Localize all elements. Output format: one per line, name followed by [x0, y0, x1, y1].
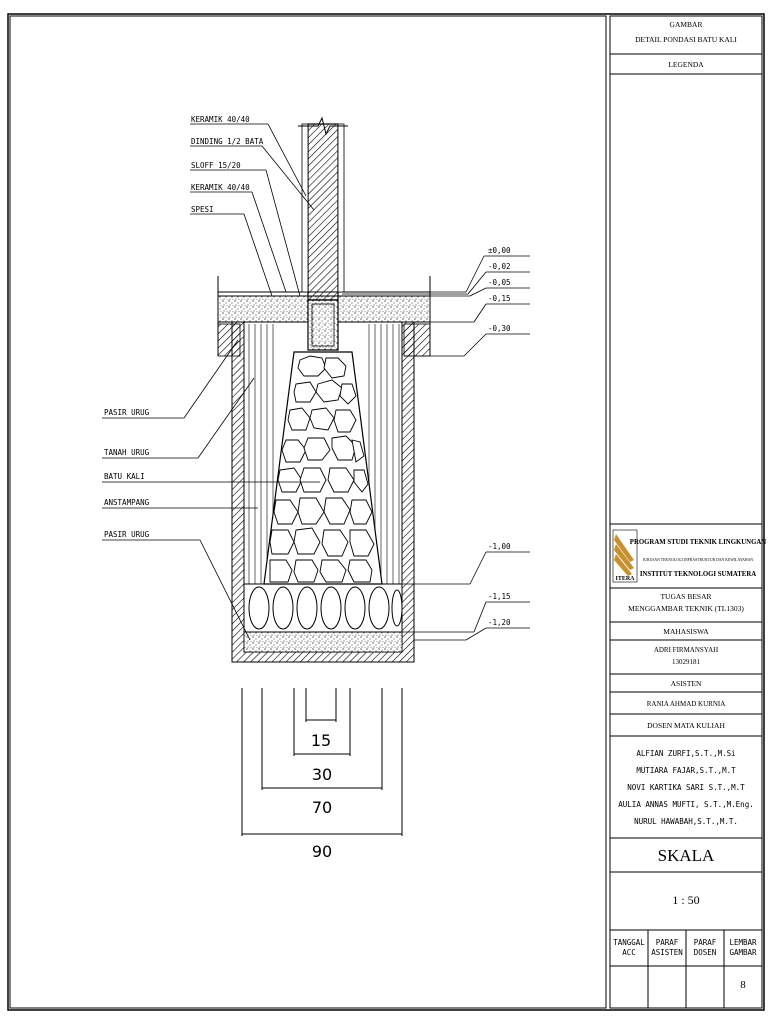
tb-skala-header: SKALA	[658, 846, 715, 865]
level-015: -0,15	[488, 294, 511, 303]
dim-90: 90	[312, 842, 332, 861]
tb-tugas: TUGAS BESAR	[660, 592, 711, 601]
level-120: -1,20	[488, 618, 511, 627]
sheet-border	[7, 13, 765, 1011]
level-002: -0,02	[488, 262, 511, 271]
leader-lines	[102, 123, 530, 641]
label-spesi: SPESI	[191, 205, 214, 214]
label-pasir-urug-top: PASIR URUG	[104, 408, 150, 417]
sand-bed-bottom	[243, 631, 403, 653]
drawing-area-border	[9, 15, 607, 1009]
tb-dosen-4: AULIA ANNAS MUFTI, S.T.,M.Eng.	[618, 800, 753, 809]
level-100: -1,00	[488, 542, 511, 551]
tb-tanggal-2: ACC	[622, 948, 636, 957]
label-tanah-urug: TANAH URUG	[104, 448, 150, 457]
tb-asisten-header: ASISTEN	[671, 679, 702, 688]
tb-dosen-1: ALFIAN ZURFI,S.T.,M.Si	[636, 749, 735, 758]
tb-dosen-2: MUTIARA FAJAR,S.T.,M.T	[636, 766, 736, 775]
tb-legenda: LEGENDA	[668, 60, 704, 69]
batu-kali-stones	[269, 355, 375, 583]
tb-paraf-dosen-2: DOSEN	[694, 948, 717, 957]
tb-gambar: GAMBAR	[670, 20, 703, 29]
tb-lembar-no: 8	[740, 979, 746, 991]
tb-dosen-3: NOVI KARTIKA SARI S.T.,M.T	[627, 783, 745, 792]
tb-tanggal-1: TANGGAL	[613, 938, 645, 947]
tb-jurusan: JURUSAN TEKNOLOGI INFRASTRUKTUR DAN KEWI…	[643, 558, 754, 562]
title-block-lines	[610, 53, 762, 1008]
earth-left-top	[217, 323, 241, 357]
wall-break-line	[298, 116, 348, 136]
wall-plaster-right	[337, 123, 345, 293]
tb-paraf-asisten-2: ASISTEN	[651, 948, 683, 957]
earth-right-top	[403, 323, 431, 357]
tb-paraf-asisten-1: PARAF	[656, 938, 679, 947]
tb-mahasiswa: MAHASISWA	[663, 627, 709, 636]
dim-70: 70	[312, 798, 332, 817]
label-anstampang: ANSTAMPANG	[104, 498, 150, 507]
dim-15: 15	[311, 731, 331, 750]
tb-dosen-header: DOSEN MATA KULIAH	[647, 721, 725, 730]
label-keramik-2: KERAMIK 40/40	[191, 183, 250, 192]
tb-asisten: RANIA AHMAD KURNIA	[647, 700, 726, 708]
logo-text: ITERA	[615, 576, 635, 582]
sloof-beam	[307, 299, 339, 351]
dim-30: 30	[312, 765, 332, 784]
tb-detail: DETAIL PONDASI BATU KALI	[635, 35, 737, 44]
label-batu-kali: BATU KALI	[104, 472, 145, 481]
level-005: -0,05	[488, 278, 511, 287]
label-pasir-urug-bottom: PASIR URUG	[104, 530, 150, 539]
tb-institut: INSTITUT TEKNOLOGI SUMATERA	[640, 571, 756, 578]
tb-program: PROGRAM STUDI TEKNIK LINGKUNGAN	[630, 539, 766, 546]
label-dinding: DINDING 1/2 BATA	[191, 137, 264, 146]
tb-lembar-1: LEMBAR	[729, 938, 757, 947]
tb-menggambar: MENGGAMBAR TEKNIK (TL1303)	[628, 604, 744, 613]
label-sloof: SLOFF 15/20	[191, 161, 241, 170]
label-keramik-top: KERAMIK 40/40	[191, 115, 250, 124]
tb-nama: ADRI FIRMANSYAH	[654, 646, 718, 654]
anstampang-stones	[248, 586, 403, 630]
dimension-lines	[241, 688, 403, 836]
level-030: -0,30	[488, 324, 511, 333]
itera-logo: ITERA	[612, 529, 638, 583]
tb-dosen-5: NURUL HAWABAH,S.T.,M.T.	[634, 817, 738, 826]
tb-paraf-dosen-1: PARAF	[694, 938, 717, 947]
tb-nim: 13029181	[672, 658, 701, 666]
level-115: -1,15	[488, 592, 511, 601]
brick-wall	[307, 123, 339, 301]
foundation-section	[217, 116, 431, 663]
tb-skala: 1 : 50	[672, 893, 699, 907]
level-000: ±0,00	[488, 246, 511, 255]
wall-plaster-left	[301, 123, 309, 293]
tb-lembar-2: GAMBAR	[729, 948, 757, 957]
